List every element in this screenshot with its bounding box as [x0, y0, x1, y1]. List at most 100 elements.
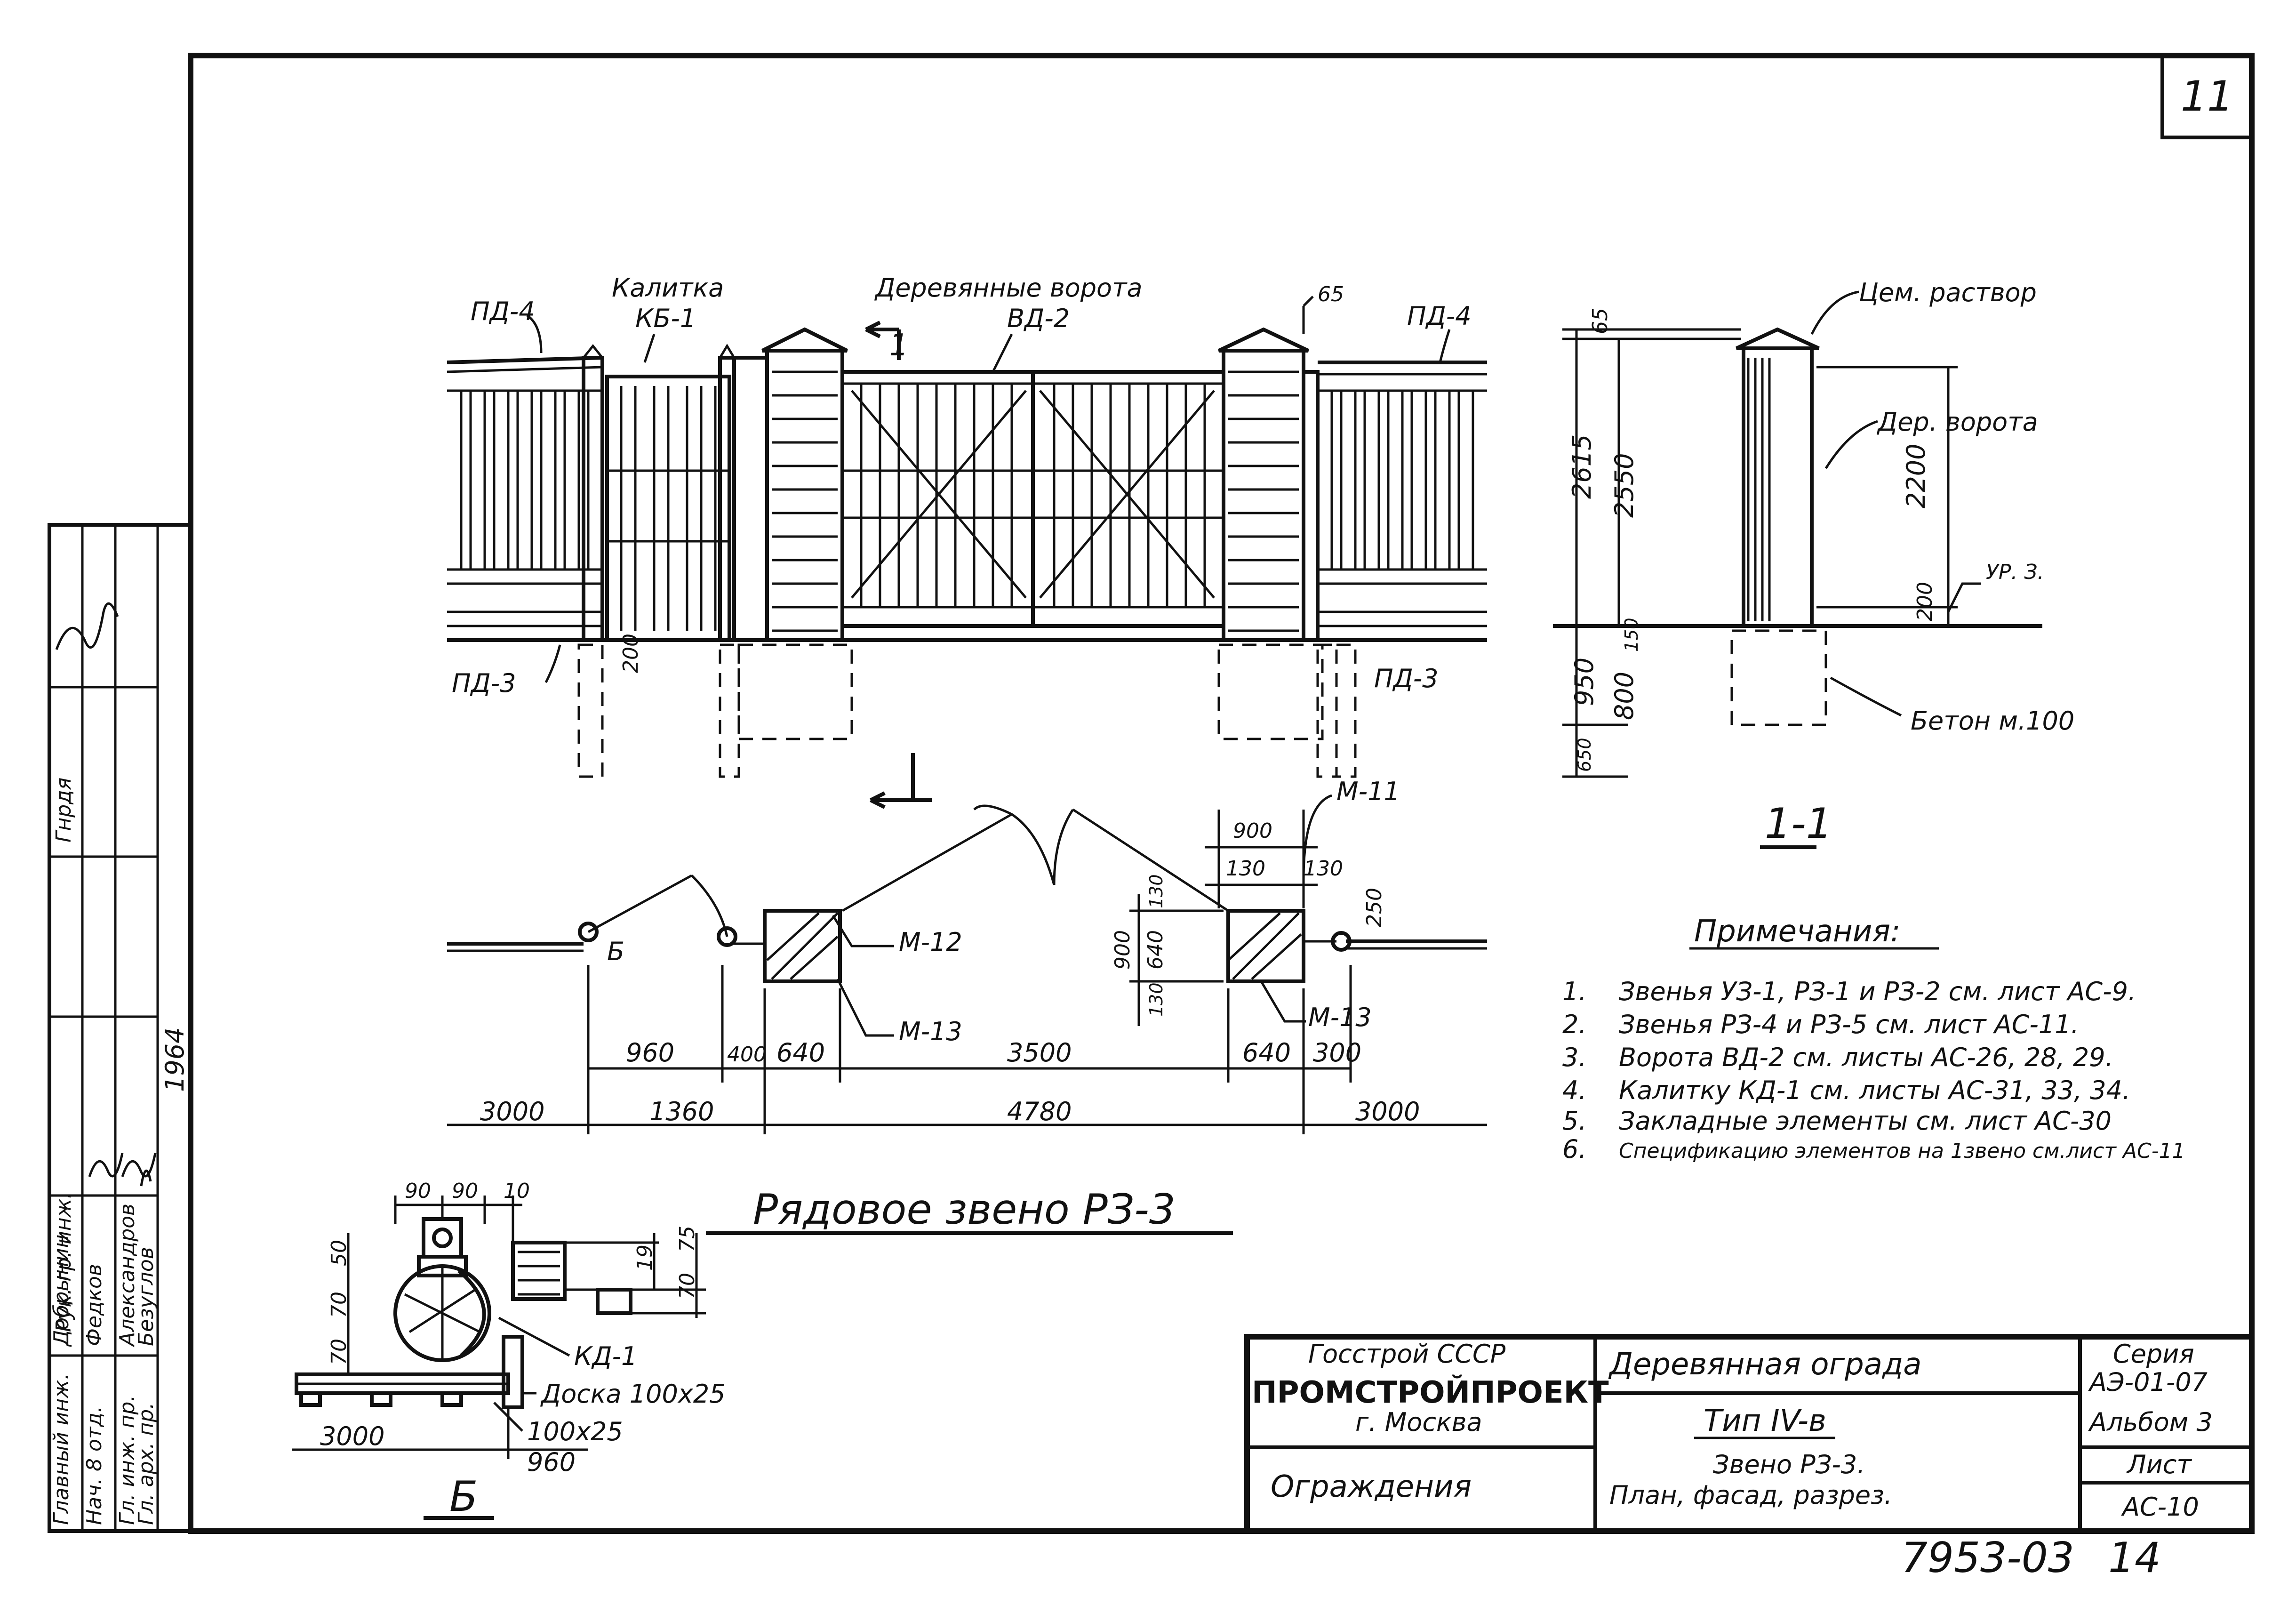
plan-pillar-right: [1226, 909, 1305, 983]
note-number: 4.: [1562, 1075, 1587, 1105]
dim-640b: 640: [1242, 1038, 1291, 1067]
series-label: Серия: [2113, 1339, 2194, 1369]
dim-70a: 70: [327, 1292, 351, 1318]
section-name: Ограждения: [1271, 1469, 1472, 1504]
dim-900-side: 900: [1111, 930, 1135, 970]
fence-panel-right: [1318, 361, 1487, 627]
label-100x25: 100х25: [527, 1417, 623, 1446]
plan-view: Б М-12 М-13 М-11 М-13 900 130 130 250 90…: [447, 777, 1487, 1235]
signature-name-2: Федков: [82, 1264, 106, 1346]
label-dim-65: 65: [1318, 282, 1344, 306]
label-pd3-right: ПД-3: [1374, 664, 1439, 693]
dim-90a: 90: [405, 1179, 431, 1203]
dim-10: 10: [504, 1179, 530, 1203]
dim-70c: 70: [675, 1273, 699, 1299]
signature-name-4: Безуглов: [134, 1247, 158, 1346]
section-marker-1: [870, 753, 932, 809]
footer-code: 7953-03: [1901, 1533, 2074, 1582]
dim-1360: 1360: [649, 1097, 714, 1126]
label-section-mark: 1: [889, 328, 909, 363]
section-dimension-lines: [1562, 328, 1958, 778]
label-dim-200: 200: [619, 634, 643, 673]
note-number: 6.: [1562, 1134, 1587, 1164]
dim-3000-left: 3000: [480, 1097, 544, 1126]
series-code: АЭ-01-07: [2088, 1367, 2208, 1397]
label-concrete: Бетон м.100: [1911, 706, 2074, 736]
label-gate: Дер. ворота: [1877, 407, 2038, 437]
hinge-b: [578, 922, 599, 942]
brick-pillar-right: [1218, 327, 1320, 642]
label-vd2: ВД-2: [1007, 304, 1070, 333]
fence-panel-left: [447, 344, 604, 642]
section-1-1: 65 2615 2550 2200 200 150 950 800 650 Це…: [1553, 278, 2074, 849]
label-kb1: КБ-1: [635, 304, 696, 333]
swing-arcs: [587, 804, 1336, 945]
label-pd4-right: ПД-4: [1407, 301, 1472, 331]
section-footing: [1730, 629, 1827, 726]
label-kd1: КД-1: [574, 1341, 637, 1371]
note-text: Спецификацию элементов на 1звено см.лист…: [1619, 1139, 2185, 1163]
signature-role-3: Гл. инж. пр.: [115, 1395, 139, 1525]
signature-scribble: [121, 1153, 157, 1178]
label-level: УР. З.: [1986, 560, 2044, 584]
sheet-frame: 11: [188, 53, 2255, 1534]
dim-3000-right: 3000: [1355, 1097, 1420, 1126]
detail-b: 90 90 10 50 70 70 19 70 75 КД-1 Доска 10…: [292, 1179, 726, 1521]
label-b: Б: [607, 937, 624, 966]
signature-scribble: [55, 602, 119, 650]
dim-4780: 4780: [1007, 1097, 1072, 1126]
dim-640-side: 640: [1144, 930, 1168, 970]
signature-name-1: Добрынин: [49, 1235, 73, 1347]
page-number: 11: [2181, 72, 2233, 120]
gates-vd2: [840, 321, 1225, 628]
org-name-1: Госстрой СССР: [1308, 1339, 1506, 1369]
brick-pillar-left: [732, 327, 848, 642]
content-line-1: Звено РЗ-3.: [1713, 1450, 1865, 1479]
label-pd3-left: ПД-3: [452, 668, 516, 698]
facade-elevation: ПД-4 Калитка КБ-1 Деревянные ворота ВД-2…: [447, 273, 1487, 778]
note-number: 5.: [1562, 1106, 1587, 1136]
label-m12: М-12: [899, 927, 962, 957]
note-text: Ворота ВД-2 см. листы АС-26, 28, 29.: [1619, 1043, 2113, 1072]
dim-130b: 130: [1304, 857, 1343, 881]
label-board: Доска 100х25: [540, 1379, 726, 1409]
note-text: Звенья УЗ-1, РЗ-1 и РЗ-2 см. лист АС-9.: [1619, 977, 2136, 1006]
type-name: Тип IV-в: [1704, 1404, 1826, 1438]
dim-50: 50: [327, 1240, 351, 1266]
dim-130a: 130: [1226, 857, 1265, 881]
notes-block: Примечания: 1. Звенья УЗ-1, РЗ-1 и РЗ-2 …: [1562, 914, 2185, 1164]
signature-name-3: Александров: [115, 1204, 139, 1348]
signature-role-1: Главный инж.: [49, 1373, 73, 1525]
dim-200: 200: [1913, 582, 1937, 621]
label-pd4-left: ПД-4: [471, 297, 535, 326]
note-text: Калитку КД-1 см. листы АС-31, 33, 34.: [1619, 1075, 2130, 1105]
dim-650: 650: [1574, 738, 1595, 772]
dim-150: 150: [1621, 618, 1642, 652]
dim-19: 19: [633, 1244, 657, 1271]
dim-65: 65: [1588, 308, 1612, 334]
dim-75: 75: [675, 1226, 699, 1252]
dim-900-top: 900: [1233, 819, 1272, 843]
section-pillar: [1742, 346, 1814, 628]
signature-year: 1964: [160, 1027, 190, 1092]
label-m11: М-11: [1336, 777, 1400, 806]
org-city: г. Москва: [1355, 1407, 1482, 1437]
dim-400: 400: [727, 1043, 767, 1067]
dim-3000: 3000: [320, 1421, 384, 1451]
dim-70b: 70: [327, 1339, 351, 1365]
dim-90b: 90: [452, 1179, 478, 1203]
dim-960-detail: 960: [527, 1447, 576, 1477]
dim-250: 250: [1362, 888, 1386, 927]
label-m13-left: М-13: [899, 1017, 962, 1046]
signature-top-role: Рук. гр. инж.: [52, 1192, 76, 1332]
notes-title: Примечания:: [1694, 914, 1901, 949]
dim-300: 300: [1313, 1038, 1361, 1067]
note-text: Звенья РЗ-4 и РЗ-5 см. лист АС-11.: [1619, 1010, 2079, 1039]
label-m13-right: М-13: [1308, 1003, 1372, 1032]
detail-title: Б: [449, 1472, 478, 1521]
dim-2550: 2550: [1609, 453, 1639, 518]
object-name: Деревянная ограда: [1608, 1347, 1921, 1382]
sheet-label: Лист: [2126, 1450, 2192, 1479]
